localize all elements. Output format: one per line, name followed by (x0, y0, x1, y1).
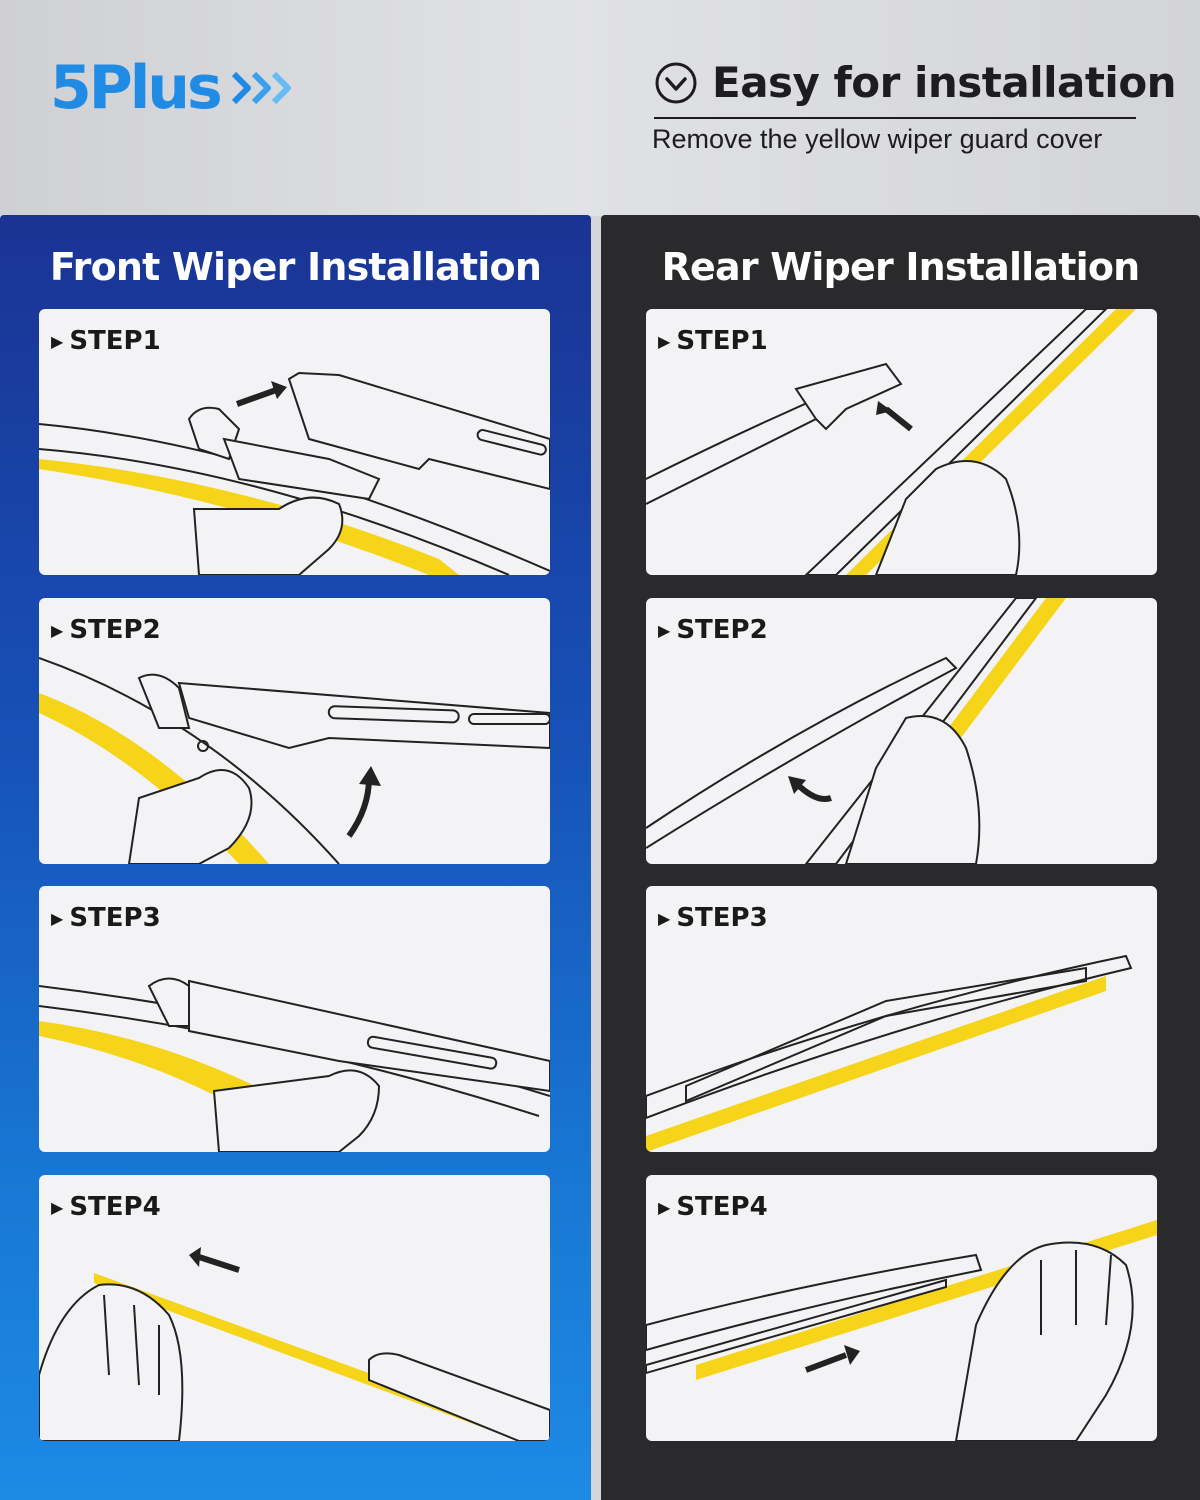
front-step-4-card: ▶STEP4 (39, 1175, 550, 1441)
header-title: Easy for installation (712, 58, 1177, 107)
front-wiper-panel: Front Wiper Installation ▶STEP1 (0, 215, 591, 1500)
brand-logo: 5Plus (50, 58, 302, 118)
front-step-2-label: ▶STEP2 (51, 615, 161, 645)
rear-step-1-illustration (646, 309, 1136, 575)
front-step-2-illustration (39, 657, 550, 864)
chevron-triple-right-icon (231, 71, 291, 105)
check-circle-icon (655, 62, 697, 103)
top-right-banner (593, 0, 1200, 216)
front-step-3-label: ▶STEP3 (51, 903, 161, 933)
rear-step-4-label: ▶STEP4 (658, 1192, 768, 1222)
front-step-2-card: ▶STEP2 (39, 598, 550, 864)
front-step-3-illustration (39, 977, 550, 1152)
rear-step-3-label: ▶STEP3 (658, 903, 768, 933)
header-divider (654, 117, 1136, 119)
rear-wiper-panel: Rear Wiper Installation ▶STEP1 ▶STEP2 (601, 215, 1200, 1500)
front-step-1-card: ▶STEP1 (39, 309, 550, 575)
rear-step-2-illustration (646, 598, 1066, 864)
front-step-3-card: ▶STEP3 (39, 886, 550, 1152)
rear-step-1-label: ▶STEP1 (658, 326, 768, 356)
rear-panel-title: Rear Wiper Installation (661, 245, 1141, 289)
rear-step-2-label: ▶STEP2 (658, 615, 768, 645)
rear-step-1-card: ▶STEP1 (646, 309, 1157, 575)
rear-step-4-illustration (646, 1220, 1157, 1441)
front-step-4-illustration (39, 1247, 550, 1441)
installation-header: Easy for installation (654, 58, 1177, 107)
header-subtitle: Remove the yellow wiper guard cover (652, 124, 1103, 154)
front-step-1-illustration (39, 371, 550, 575)
rear-step-2-card: ▶STEP2 (646, 598, 1157, 864)
rear-step-3-illustration (646, 954, 1133, 1152)
front-step-1-label: ▶STEP1 (51, 326, 161, 356)
top-left-banner (0, 0, 593, 216)
rear-step-4-card: ▶STEP4 (646, 1175, 1157, 1441)
brand-name: 5Plus (50, 53, 223, 123)
front-step-4-label: ▶STEP4 (51, 1192, 161, 1222)
front-panel-title: Front Wiper Installation (49, 245, 542, 289)
rear-step-3-card: ▶STEP3 (646, 886, 1157, 1152)
